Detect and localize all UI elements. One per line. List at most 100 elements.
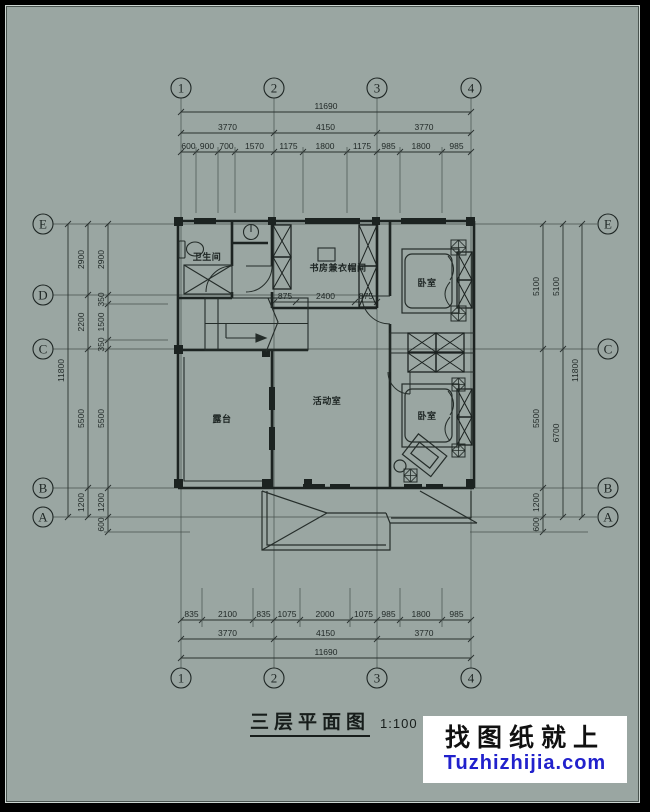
dim-tick: [177, 108, 185, 116]
dim-tick: [559, 220, 567, 228]
wardrobe-xbox-cross: [407, 352, 437, 373]
dim-text: 3770: [218, 122, 237, 132]
dim-text: 350: [96, 292, 106, 306]
grid-bubble-left: C: [39, 342, 48, 357]
dim-text: 700: [219, 141, 233, 151]
window-terrace-wall-1: [269, 387, 275, 410]
dim-text: 1800: [316, 141, 335, 151]
window-south-2: [330, 484, 350, 489]
dim-tick: [539, 513, 547, 521]
wardrobe-xbox: [456, 279, 473, 309]
grid-bubble-bottom: 1: [178, 671, 185, 686]
dim-text: 11690: [314, 101, 337, 111]
dim-text: 1200: [96, 493, 106, 512]
dim-text: 1175: [279, 141, 298, 151]
wardrobe-xbox: [435, 332, 465, 353]
dim-tick: [467, 654, 475, 662]
dim-text: 835: [256, 609, 270, 619]
grid-bubble-left-circle: [32, 506, 54, 528]
dim-text: 875: [278, 291, 292, 301]
dim-tick: [64, 220, 72, 228]
grid-bubble-right-circle: [597, 506, 619, 528]
stairs: [204, 297, 309, 353]
wardrobe-xbox-cross: [272, 256, 292, 290]
room-label: 卧室: [417, 410, 436, 421]
wardrobe-xbox-cross: [358, 265, 378, 308]
bedroom-bottom-furniture: [393, 383, 460, 478]
ornament-cross: [451, 377, 466, 392]
dim-text: 11800: [56, 359, 66, 382]
dim-tick: [84, 484, 92, 492]
dim-text: 1800: [412, 141, 431, 151]
window-bath: [194, 218, 216, 224]
toilet-tank: [178, 240, 186, 259]
door-bed-bottom: [387, 371, 411, 395]
ornament-cross: [451, 443, 466, 458]
dim-tick: [373, 616, 381, 624]
room-label: 卧室: [417, 277, 436, 288]
dim-text: 5500: [96, 409, 106, 428]
window-study: [305, 218, 360, 224]
dim-tick: [270, 129, 278, 137]
dim-text: 2000: [316, 609, 335, 619]
grid-bubble-left-circle: [32, 284, 54, 306]
dim-tick: [104, 220, 112, 228]
dim-text: 6700: [551, 423, 561, 442]
grid-bubble-left-circle: [32, 213, 54, 235]
dim-tick: [467, 635, 475, 643]
toilet-bowl: [185, 241, 205, 257]
watermark-text-cn: 找图纸就上: [444, 723, 605, 752]
grid-bubble-right-circle: [597, 213, 619, 235]
dim-text: 3770: [415, 628, 434, 638]
grid-bubble-right: B: [604, 481, 613, 496]
wardrobe-xbox-cross: [435, 352, 465, 373]
dim-text: 4150: [316, 628, 335, 638]
dim-tick: [177, 148, 185, 156]
grid-bubble-left: A: [38, 510, 48, 525]
shower-cross: [183, 264, 233, 295]
dim-tick: [467, 129, 475, 137]
paper-background: [5, 5, 640, 803]
room-label: 卫生间: [193, 251, 222, 262]
dim-tick: [373, 129, 381, 137]
dim-tick: [578, 220, 586, 228]
grid-bubble-left: B: [39, 481, 48, 496]
dim-tick: [84, 220, 92, 228]
dim-text: 2100: [218, 609, 237, 619]
grid-bubble-bottom-circle: [170, 667, 192, 689]
closet-units: [272, 224, 473, 483]
grid-bubble-bottom-circle: [366, 667, 388, 689]
dim-text: 1500: [96, 312, 106, 331]
dim-text: 4150: [316, 122, 335, 132]
dim-text: 2900: [96, 250, 106, 269]
dim-tick: [104, 484, 112, 492]
study-furniture: [317, 247, 336, 262]
door-study: [245, 265, 273, 293]
bed-bottom-frame: [401, 383, 460, 448]
dim-tick: [373, 635, 381, 643]
dim-text: 2400: [316, 291, 335, 301]
dim-text: 5500: [531, 409, 541, 428]
dim-tick: [84, 345, 92, 353]
dim-text: 3770: [218, 628, 237, 638]
grid-bubble-left-circle: [32, 477, 54, 499]
dim-text: 985: [449, 141, 463, 151]
bed-bottom-curtain: [444, 390, 454, 442]
dim-text: 1200: [76, 493, 86, 512]
column-block: [304, 479, 312, 487]
dim-text: 1800: [412, 609, 431, 619]
door-bathroom: [205, 265, 233, 293]
column-block: [174, 217, 183, 226]
window-bed-top: [401, 218, 446, 224]
grid-bubble-left: E: [39, 217, 47, 232]
dim-text: 5100: [531, 277, 541, 296]
grid-bubble-bottom: 2: [271, 671, 278, 686]
dim-text: 5500: [76, 409, 86, 428]
room-label: 活动室: [313, 395, 342, 406]
dim-tick: [559, 513, 567, 521]
ornament-cross: [450, 305, 467, 322]
room-label: 露台: [212, 413, 231, 424]
desk-inner: [410, 441, 440, 469]
dim-text: 835: [184, 609, 198, 619]
